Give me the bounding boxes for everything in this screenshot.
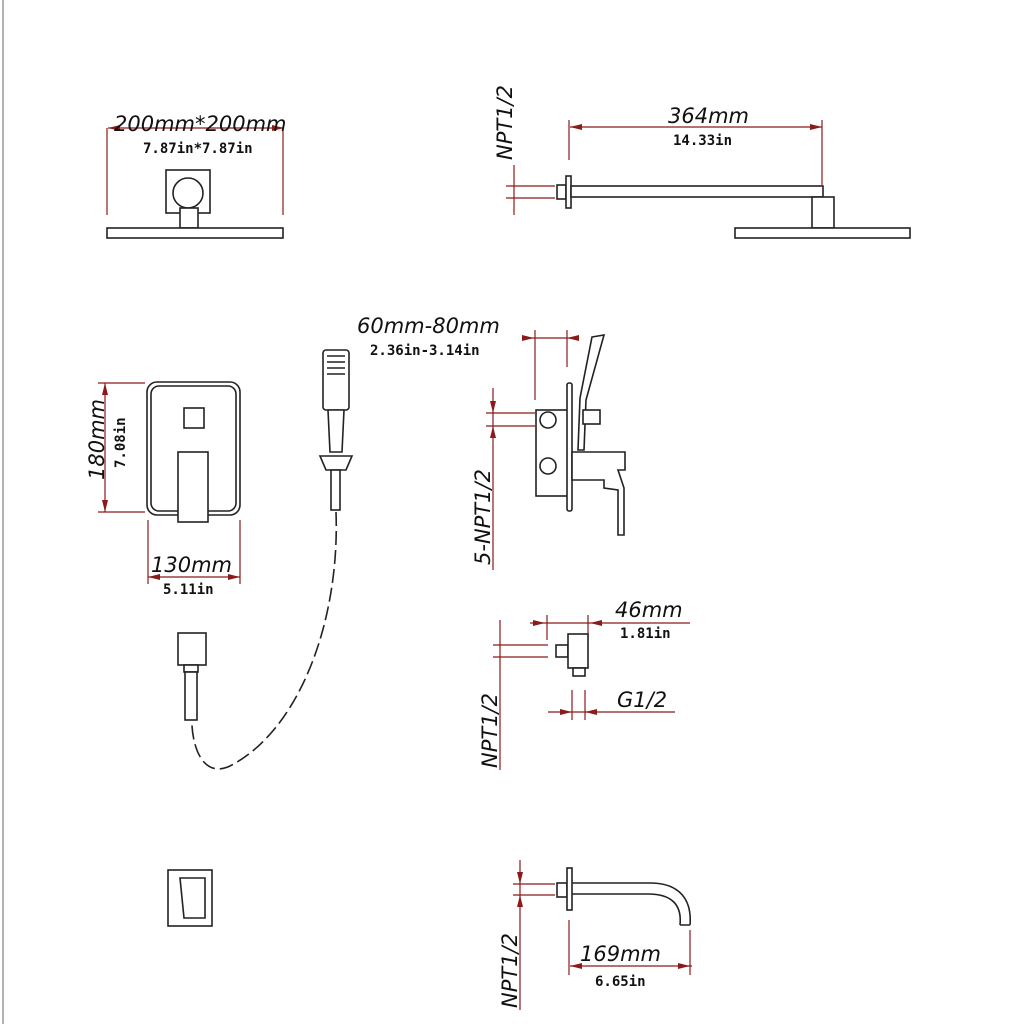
mixer-thread: 5-NPT1/2 bbox=[471, 469, 495, 565]
shower-head-size-in: 7.87in*7.87in bbox=[143, 141, 253, 157]
mixer-height-in: 7.08in bbox=[113, 417, 129, 468]
spout-thread: NPT1/2 bbox=[498, 933, 522, 1008]
elbow-outlet: G1/2 bbox=[617, 688, 667, 712]
spout-length-mm: 169mm bbox=[580, 942, 661, 966]
elbow-thread: NPT1/2 bbox=[478, 693, 502, 768]
mixer-depth-in: 2.36in-3.14in bbox=[370, 343, 480, 359]
arm-length-mm: 364mm bbox=[668, 104, 749, 128]
shower-arm-side-view: 364mm 14.33in NPT1/2 bbox=[493, 85, 911, 239]
elbow-depth-mm: 46mm bbox=[615, 598, 683, 622]
mixer-side-view: 60mm-80mm 2.36in-3.14in 5-NPT1/2 bbox=[357, 314, 626, 570]
elbow-depth-in: 1.81in bbox=[620, 626, 671, 642]
hand-shower bbox=[177, 349, 354, 770]
mixer-front-view: 180mm 7.08in 130mm 5.11in bbox=[85, 381, 241, 598]
spout-length-in: 6.65in bbox=[595, 974, 646, 990]
tub-spout: 169mm 6.65in NPT1/2 bbox=[167, 860, 692, 1010]
arm-thread: NPT1/2 bbox=[493, 85, 517, 160]
shower-head-front-view: 200mm*200mm 7.87in*7.87in bbox=[106, 112, 287, 239]
shower-head-size-mm: 200mm*200mm bbox=[114, 112, 287, 136]
mixer-width-in: 5.11in bbox=[163, 582, 214, 598]
mixer-depth-mm: 60mm-80mm bbox=[357, 314, 500, 338]
mixer-width-mm: 130mm bbox=[151, 553, 232, 577]
wall-elbow-side-view: 46mm 1.81in G1/2 NPT1/2 bbox=[478, 598, 690, 770]
arm-length-in: 14.33in bbox=[673, 133, 732, 149]
mixer-height-mm: 180mm bbox=[85, 399, 109, 480]
